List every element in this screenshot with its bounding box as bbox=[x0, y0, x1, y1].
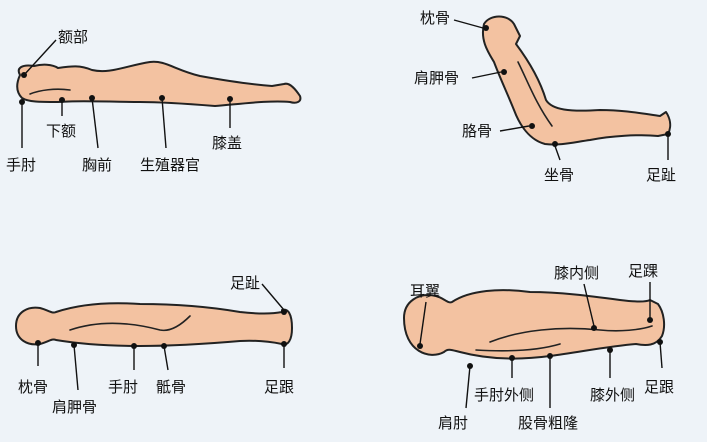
leader-line bbox=[23, 39, 57, 76]
leader-line bbox=[499, 125, 530, 132]
leader-line bbox=[419, 301, 427, 345]
fowler-position-figure bbox=[482, 15, 672, 146]
pressure-point-marker bbox=[89, 95, 95, 101]
leader-line bbox=[471, 71, 502, 79]
prone-body bbox=[16, 60, 302, 107]
label-supine-heel: 足跟 bbox=[264, 378, 294, 396]
leader-line bbox=[465, 365, 471, 409]
prone-position-figure bbox=[16, 60, 302, 107]
label-fowler-toe: 足趾 bbox=[646, 166, 676, 184]
label-chest: 胸前 bbox=[82, 156, 112, 174]
fowler-body bbox=[482, 15, 672, 146]
label-genitals: 生殖器官 bbox=[140, 156, 200, 174]
label-supine-scapula: 肩胛骨 bbox=[52, 398, 97, 416]
pressure-point-marker bbox=[281, 309, 287, 315]
label-forehead: 额部 bbox=[58, 28, 88, 46]
lateral-labels: 耳翼 膝内侧 足踝 肩肘 手肘外侧 股骨粗隆 膝外侧 足跟 bbox=[410, 262, 674, 432]
pressure-point-marker bbox=[552, 141, 558, 147]
label-shoulder: 肩肘 bbox=[438, 414, 468, 432]
label-prone-elbow: 手肘 bbox=[6, 156, 36, 174]
pressure-point-marker bbox=[131, 343, 137, 349]
label-ankle: 足踝 bbox=[628, 262, 658, 280]
pressure-point-marker bbox=[159, 95, 165, 101]
leader-line bbox=[261, 283, 285, 311]
lateral-position-figure bbox=[403, 289, 666, 360]
label-sacrum: 骶骨 bbox=[156, 378, 186, 396]
pressure-point-marker bbox=[161, 343, 167, 349]
pressure-point-marker bbox=[19, 99, 25, 105]
leader-line bbox=[163, 345, 169, 371]
label-supine-toe: 足趾 bbox=[230, 274, 260, 292]
lateral-arm-line bbox=[475, 343, 561, 352]
pressure-point-marker bbox=[71, 342, 77, 348]
pressure-point-marker bbox=[547, 353, 553, 359]
supine-body bbox=[15, 302, 293, 347]
pressure-point-marker bbox=[665, 131, 671, 137]
label-scapula: 肩胛骨 bbox=[414, 69, 459, 87]
pressure-point-marker bbox=[529, 123, 535, 129]
label-elbow-outer: 手肘外侧 bbox=[474, 386, 534, 404]
leader-line bbox=[453, 19, 484, 29]
leader-line bbox=[583, 283, 595, 327]
pressure-point-marker bbox=[509, 355, 515, 361]
pressure-point-marker bbox=[591, 325, 597, 331]
label-lateral-heel: 足跟 bbox=[644, 378, 674, 396]
supine-arm-line bbox=[69, 315, 191, 332]
pressure-point-marker bbox=[281, 341, 287, 347]
leader-line bbox=[91, 97, 99, 149]
pressure-point-marker bbox=[35, 340, 41, 346]
pressure-point-marker bbox=[227, 96, 233, 102]
label-knee: 膝盖 bbox=[212, 134, 242, 152]
supine-labels: 足趾 枕骨 肩胛骨 手肘 骶骨 足跟 bbox=[18, 274, 294, 416]
label-trochanter: 股骨粗隆 bbox=[518, 414, 578, 432]
pressure-point-marker bbox=[467, 363, 473, 369]
label-ischium: 坐骨 bbox=[544, 166, 574, 184]
label-supine-occiput: 枕骨 bbox=[18, 378, 48, 396]
leader-line bbox=[659, 341, 663, 369]
label-ear: 耳翼 bbox=[410, 282, 440, 300]
leader-line bbox=[161, 97, 167, 149]
lateral-body bbox=[403, 289, 666, 360]
pressure-point-marker bbox=[417, 343, 423, 349]
pressure-point-marker bbox=[21, 72, 27, 78]
prone-arm-line bbox=[29, 88, 71, 95]
label-chin: 下额 bbox=[46, 122, 76, 140]
pressure-point-marker bbox=[657, 339, 663, 345]
label-occiput: 枕骨 bbox=[420, 9, 450, 27]
label-supine-elbow: 手肘 bbox=[108, 378, 138, 396]
leader-line bbox=[73, 344, 79, 391]
supine-position-figure bbox=[15, 302, 293, 347]
pressure-point-marker bbox=[647, 317, 653, 323]
pressure-point-marker bbox=[483, 25, 489, 31]
label-fowler-elbow: 胳骨 bbox=[462, 122, 492, 140]
pressure-point-marker bbox=[59, 97, 65, 103]
pressure-point-marker bbox=[501, 69, 507, 75]
fowler-arm-line bbox=[517, 61, 553, 127]
pressure-point-marker bbox=[607, 347, 613, 353]
prone-labels: 额部 手肘 下额 胸前 生殖器官 膝盖 bbox=[6, 28, 242, 174]
label-knee-inner: 膝内侧 bbox=[554, 264, 599, 282]
label-knee-outer: 膝外侧 bbox=[590, 386, 635, 404]
fowler-labels: 枕骨 肩胛骨 胳骨 坐骨 足趾 bbox=[414, 9, 676, 184]
leader-line bbox=[554, 145, 561, 161]
